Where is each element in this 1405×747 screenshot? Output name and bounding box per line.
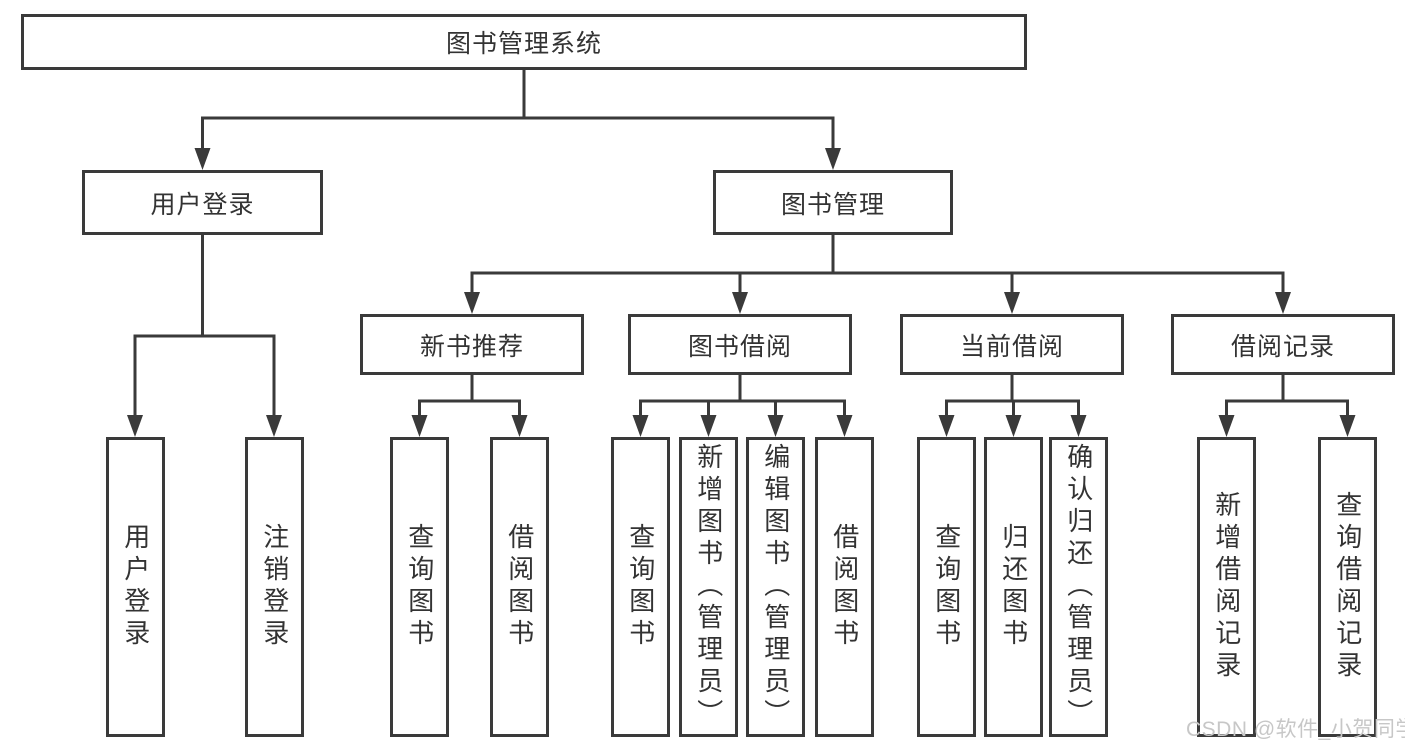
leaf-label: 确认归还（管理员） (1063, 443, 1094, 731)
leaf-label: 查询图书 (625, 523, 656, 651)
csdn-watermark: CSDN @软件_小贺同学 (1186, 718, 1405, 741)
leaf-edit-books-admin: 编辑图书（管理员） (746, 437, 805, 737)
leaf-return-books: 归还图书 (984, 437, 1043, 737)
leaf-label: 新增借阅记录 (1211, 491, 1242, 683)
leaf-label: 查询借阅记录 (1332, 491, 1363, 683)
leaf-query-books-current: 查询图书 (917, 437, 976, 737)
node-label: 图书借阅 (687, 332, 792, 361)
leaf-query-books-borrow: 查询图书 (611, 437, 670, 737)
leaf-label: 归还图书 (998, 523, 1029, 651)
leaf-add-borrow-record: 新增借阅记录 (1197, 437, 1256, 737)
node-new-book-recommend: 新书推荐 (360, 314, 584, 375)
leaf-confirm-return-admin: 确认归还（管理员） (1049, 437, 1108, 737)
node-label: 图书管理 (780, 190, 885, 219)
node-label: 用户登录 (150, 190, 255, 219)
leaf-label: 借阅图书 (504, 523, 535, 651)
node-book-management: 图书管理 (713, 170, 953, 235)
node-book-borrow: 图书借阅 (628, 314, 852, 375)
node-root-system: 图书管理系统 (21, 14, 1027, 70)
leaf-label: 编辑图书（管理员） (760, 443, 791, 731)
leaf-add-books-admin: 新增图书（管理员） (679, 437, 738, 737)
leaf-logout: 注销登录 (245, 437, 304, 737)
node-label: 借阅记录 (1230, 332, 1335, 361)
node-current-borrow: 当前借阅 (900, 314, 1124, 375)
node-label: 新书推荐 (419, 332, 524, 361)
leaf-query-books-recommend: 查询图书 (390, 437, 449, 737)
leaf-label: 用户登录 (120, 523, 151, 651)
leaf-borrow-books: 借阅图书 (815, 437, 874, 737)
leaf-label: 借阅图书 (829, 523, 860, 651)
leaf-user-login: 用户登录 (106, 437, 165, 737)
node-borrow-records: 借阅记录 (1171, 314, 1395, 375)
leaf-query-borrow-record: 查询借阅记录 (1318, 437, 1377, 737)
leaf-label: 注销登录 (259, 523, 290, 651)
leaf-label: 查询图书 (931, 523, 962, 651)
leaf-label: 新增图书（管理员） (693, 443, 724, 731)
node-label: 图书管理系统 (445, 30, 602, 58)
node-user-login: 用户登录 (82, 170, 323, 235)
leaf-borrow-books-recommend: 借阅图书 (490, 437, 549, 737)
node-label: 当前借阅 (959, 332, 1064, 361)
leaf-label: 查询图书 (404, 523, 435, 651)
